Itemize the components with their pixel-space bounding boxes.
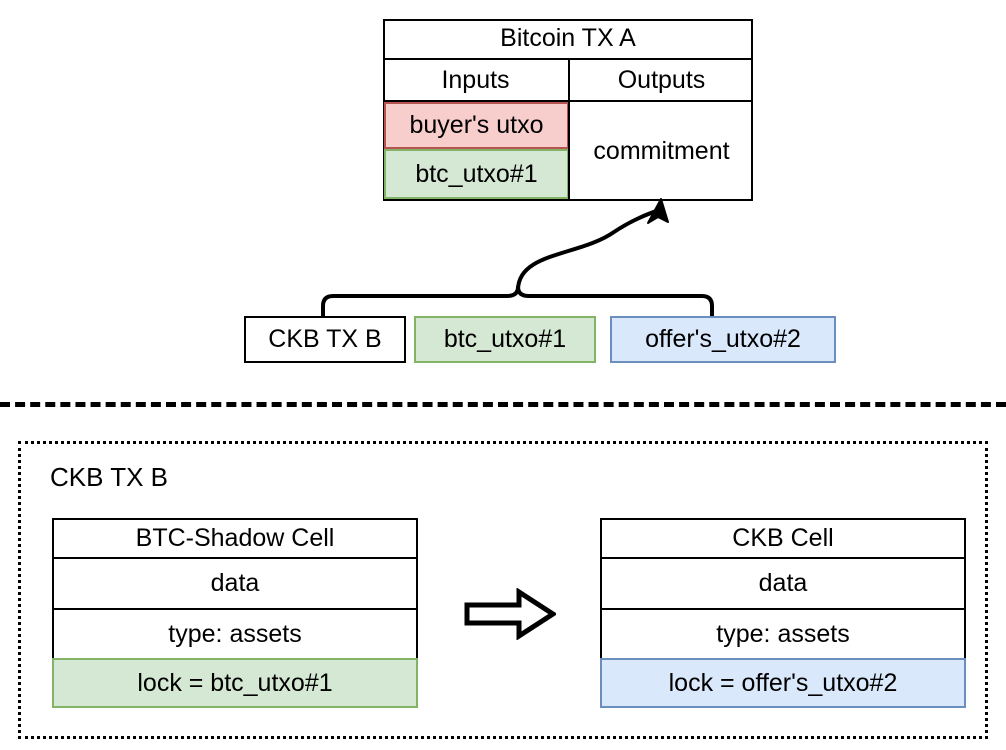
ckb-cell-row-type: type: assets — [602, 610, 964, 660]
ckb-cell-row-data: data — [602, 559, 964, 610]
btc-shadow-cell-title: BTC-Shadow Cell — [54, 520, 416, 559]
bitcoin-tx-inputs-header: Inputs — [383, 60, 570, 102]
bitcoin-input-btc-utxo-1: btc_utxo#1 — [384, 149, 569, 199]
ckb-cell-row-lock: lock = offer's_utxo#2 — [600, 658, 966, 708]
ckb-tx-b-label-box: CKB TX B — [244, 316, 406, 363]
btc-shadow-cell-row-data: data — [54, 559, 416, 610]
btc-shadow-cell-row-type: type: assets — [54, 610, 416, 660]
transform-arrow-icon — [464, 588, 556, 640]
commitment-connector — [321, 198, 714, 320]
bitcoin-tx-title: Bitcoin TX A — [383, 19, 753, 60]
bitcoin-input-buyers-utxo: buyer's utxo — [384, 102, 569, 149]
bitcoin-tx-outputs-header: Outputs — [570, 60, 753, 102]
bitcoin-output-commitment: commitment — [593, 137, 730, 165]
ckb-cell-table: CKB Cell data type: assets lock = offer'… — [600, 518, 966, 708]
ckb-cell-title: CKB Cell — [602, 520, 964, 559]
ckb-tx-b-item-btc-utxo-1: btc_utxo#1 — [414, 316, 596, 363]
ckb-tx-b-section-label: CKB TX B — [50, 462, 169, 492]
btc-shadow-cell-row-lock: lock = btc_utxo#1 — [52, 658, 418, 708]
btc-shadow-cell-table: BTC-Shadow Cell data type: assets lock =… — [52, 518, 418, 708]
ckb-tx-b-item-offers-utxo-2: offer's_utxo#2 — [610, 316, 836, 363]
bitcoin-tx-column-divider — [568, 102, 570, 201]
section-divider — [0, 402, 1006, 407]
